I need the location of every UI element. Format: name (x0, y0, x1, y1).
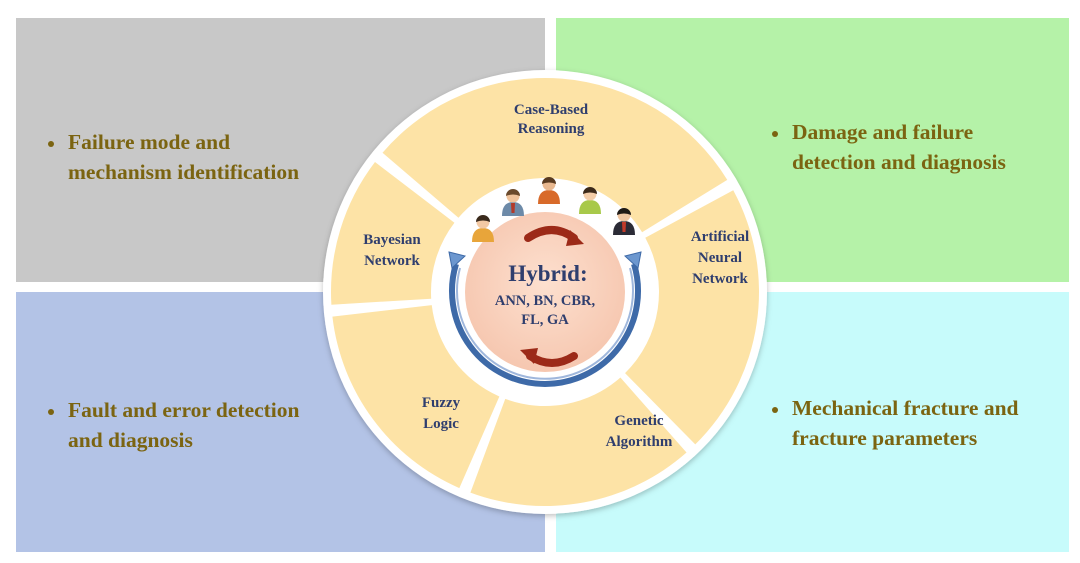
segment-label-cbr-line: Reasoning (518, 121, 585, 137)
segment-label-ann-line: Neural (698, 250, 742, 266)
ring-segment (625, 190, 759, 445)
hub-line: FL, GA (521, 312, 569, 328)
ring-arrow (449, 263, 641, 387)
segment-label-ga-line: Genetic (614, 413, 663, 429)
ring-segment (331, 162, 455, 305)
quadrant-bottom-right-text: Mechanical fracture and fracture paramet… (792, 393, 1019, 453)
person-icon (613, 208, 635, 235)
text-line: Fault and error detection (68, 398, 300, 422)
person-icon (579, 187, 601, 214)
bullet-dot (48, 409, 54, 415)
segment-label-ga-line: Algorithm (606, 434, 673, 450)
quadrant-top-right-text: Damage and failure detection and diagnos… (792, 117, 1006, 177)
hub-line: ANN, BN, CBR, (495, 293, 596, 309)
bullet-dot (772, 407, 778, 413)
quadrant-bottom-left-text: Fault and error detection and diagnosis (68, 395, 300, 455)
text-line: and diagnosis (68, 428, 193, 452)
ring-segment (382, 77, 728, 233)
bullet-dot (772, 131, 778, 137)
bullet-dot (48, 141, 54, 147)
ring-segment (470, 377, 687, 506)
cycle-arrowhead-bottom (520, 348, 538, 364)
people-group (472, 177, 635, 242)
segment-label-bn-line: Network (364, 253, 420, 269)
quadrant-top-left-text: Failure mode and mechanism identificatio… (68, 127, 299, 187)
ring-segment (332, 305, 500, 489)
segment-label-ann-line: Network (692, 271, 748, 287)
segment-ring (331, 77, 759, 506)
hub-circle (465, 212, 625, 372)
segment-label-fl-line: Logic (423, 416, 459, 432)
text-line: Damage and failure (792, 120, 974, 144)
cycle-arrowhead-top (566, 230, 584, 246)
segment-label-bn-line: Bayesian (363, 232, 421, 248)
segment-label-ann-line: Artificial (691, 229, 749, 245)
person-icon (538, 177, 560, 204)
person-icon (502, 189, 524, 216)
text-line: Mechanical fracture and (792, 396, 1019, 420)
text-line: Failure mode and (68, 130, 231, 154)
ring-arrow-highlight (456, 267, 634, 380)
ring-arrowhead-left (448, 251, 467, 269)
text-line: fracture parameters (792, 426, 978, 450)
person-icon (472, 215, 494, 242)
text-line: mechanism identification (68, 160, 300, 184)
text-line: detection and diagnosis (792, 150, 1006, 174)
segment-label-fl-line: Fuzzy (422, 395, 461, 411)
hub-title: Hybrid: (508, 261, 587, 286)
segment-label-cbr-line: Case-Based (514, 102, 589, 118)
ring-arrowhead-right (623, 251, 642, 269)
segment-labels: Case-Based Reasoning Artificial Neural N… (363, 102, 749, 450)
